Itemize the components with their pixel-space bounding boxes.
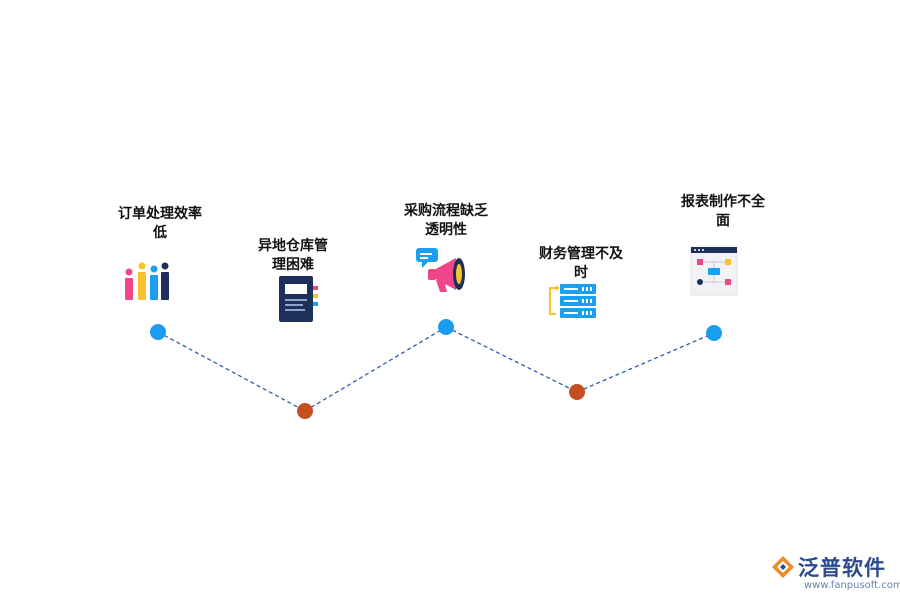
brand-watermark: 泛普软件 www.fanpusoft.com bbox=[770, 552, 900, 596]
item-2-label-line2: 理困难 bbox=[272, 257, 314, 273]
item-5-label-line2: 面 bbox=[716, 213, 730, 229]
item-4-label-line1: 财务管理不及 bbox=[539, 246, 623, 262]
item-1-label: 订单处理效率 低 bbox=[100, 205, 220, 243]
item-3-label-line1: 采购流程缺乏 bbox=[404, 203, 488, 219]
item-4-label-line2: 时 bbox=[574, 265, 588, 281]
connector-1 bbox=[157, 331, 306, 412]
item-2-label: 异地仓库管 理困难 bbox=[243, 237, 343, 275]
notebook-icon bbox=[279, 276, 318, 322]
flowchart-window-icon bbox=[690, 246, 738, 296]
item-1-label-line1: 订单处理效率 bbox=[118, 206, 202, 222]
megaphone-icon bbox=[416, 248, 465, 292]
node-2 bbox=[297, 403, 313, 419]
item-1-label-line2: 低 bbox=[153, 225, 167, 241]
item-5-label-line1: 报表制作不全 bbox=[681, 194, 765, 210]
item-3-label-line2: 透明性 bbox=[425, 222, 467, 238]
brand-name: 泛普软件 bbox=[798, 556, 886, 580]
connector-3 bbox=[445, 326, 578, 393]
connector-2 bbox=[304, 326, 447, 412]
node-4 bbox=[569, 384, 585, 400]
node-1 bbox=[150, 324, 166, 340]
bar-chart-icon bbox=[125, 262, 169, 300]
fanpu-logo-icon bbox=[772, 556, 794, 578]
item-2-label-line1: 异地仓库管 bbox=[258, 238, 328, 254]
item-4-label: 财务管理不及 时 bbox=[521, 245, 641, 283]
node-3 bbox=[438, 319, 454, 335]
server-stack-icon bbox=[549, 284, 596, 318]
item-5-label: 报表制作不全 面 bbox=[663, 193, 783, 231]
item-3-label: 采购流程缺乏 透明性 bbox=[386, 202, 506, 240]
brand-url: www.fanpusoft.com bbox=[804, 580, 900, 591]
connector-4 bbox=[576, 332, 715, 393]
node-5 bbox=[706, 325, 722, 341]
